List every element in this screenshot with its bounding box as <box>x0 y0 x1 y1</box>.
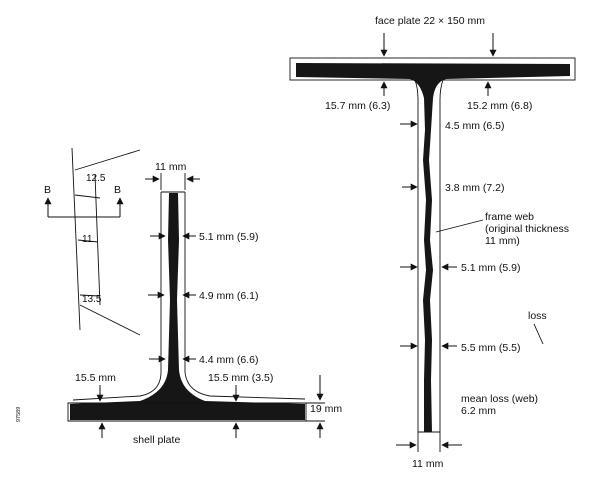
left-web-reading-2: 4.9 mm (6.1) <box>199 290 259 302</box>
left-original-outline <box>72 192 162 401</box>
right-flange-reading-l: 15.7 mm (6.3) <box>325 100 390 112</box>
sketch-top-line <box>74 149 141 171</box>
left-web-reading-1: 5.1 mm (5.9) <box>199 231 259 243</box>
frame-web-label-2: (original thickness <box>485 223 569 235</box>
section-marker-right: B <box>114 184 121 196</box>
right-t-section: face plate 22 × 150 mm 15.7 mm (6.3) 15.… <box>289 15 576 470</box>
sketch-dim-top: 12.5 <box>86 173 106 184</box>
sketch-outer-line <box>71 147 81 331</box>
left-flange-reading-r: 15.5 mm (3.5) <box>208 372 273 384</box>
right-web-reading-1: 4.5 mm (6.5) <box>445 120 505 132</box>
right-web-reading-2: 3.8 mm (7.2) <box>445 182 505 194</box>
left-original-outline-r <box>184 192 306 400</box>
left-corroded-steel <box>70 193 305 420</box>
sketch-hatch <box>74 194 101 297</box>
figure-code: 97589 <box>16 407 22 422</box>
right-web-bottom-thickness: 11 mm <box>412 458 444 470</box>
right-corroded-steel <box>296 63 570 432</box>
left-flange-reading-l: 15.5 mm <box>75 372 116 384</box>
sketch-bottom-line <box>79 304 141 336</box>
mean-loss-label-2: 6.2 mm <box>461 405 496 417</box>
loss-leader <box>533 323 544 345</box>
plate-thickness: 19 mm <box>310 403 342 415</box>
right-flange-reading-r: 15.2 mm (6.8) <box>467 100 532 112</box>
frame-web-label-1: frame web <box>485 211 534 223</box>
loss-label: loss <box>528 310 547 322</box>
face-plate-label: face plate 22 × 150 mm <box>375 15 485 27</box>
sketch-inner-line <box>94 174 101 306</box>
sketch-dim-bottom: 13.5 <box>82 294 102 305</box>
left-web-reading-3: 4.4 mm (6.6) <box>199 354 259 366</box>
frame-web-label-3: 11 mm) <box>485 235 520 247</box>
right-original-outline <box>414 79 444 433</box>
section-marker-left: B <box>44 184 51 196</box>
sketch-dim-mid: 11 <box>82 234 93 245</box>
mean-loss-label-1: mean loss (web) <box>461 393 538 405</box>
left-t-section: 11 mm 5.1 mm (5.9) 4.9 mm (6.1) 4.4 mm (… <box>67 161 342 446</box>
right-web-reading-3: 5.1 mm (5.9) <box>461 262 521 274</box>
shell-plate-label: shell plate <box>133 434 180 446</box>
frame-web-leader <box>435 219 484 233</box>
right-web-reading-4: 5.5 mm (5.5) <box>461 342 521 354</box>
section-sketch: B B 12.5 11 13.5 <box>44 147 141 336</box>
left-web-top-thickness: 11 mm <box>155 161 187 173</box>
